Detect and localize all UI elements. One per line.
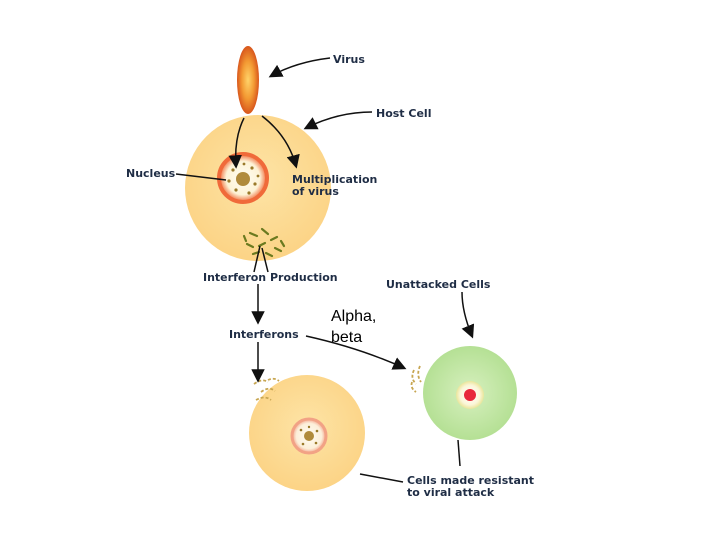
bound-interferons-green (410, 365, 422, 393)
resistant-nucleus-contents (299, 425, 319, 446)
virus-entry-arrow (228, 117, 245, 169)
nucleus-pointer (175, 173, 227, 181)
note-line-2: beta (331, 329, 363, 346)
connectors (175, 57, 475, 483)
virus-pointer (268, 57, 331, 78)
label-resistant-line1: Cells made resistant (407, 474, 534, 487)
interferon-production-leader-a (253, 245, 261, 273)
bound-interferons-lower (253, 377, 280, 401)
label-of-virus: of virus (292, 185, 339, 198)
label-multiplication: Multiplication (292, 173, 377, 186)
label-host-cell: Host Cell (376, 107, 431, 120)
interferons-to-unattacked-arrow (305, 335, 407, 370)
virus-particle (237, 46, 259, 114)
resistant-leader-upper (457, 439, 461, 467)
alpha-beta-note: Alpha, beta (331, 306, 376, 348)
label-nucleus: Nucleus (126, 167, 176, 180)
interferon-production-leader-b (261, 247, 269, 273)
label-interferon-production: Interferon Production (203, 271, 338, 284)
note-line-1: Alpha, (331, 308, 377, 325)
label-resistant-line2: to viral attack (407, 486, 495, 499)
host-cell-pointer (303, 111, 373, 130)
resistant-leader-lower (359, 473, 404, 483)
label-unattacked-cells: Unattacked Cells (386, 278, 491, 291)
label-interferons: Interferons (229, 328, 299, 341)
interferon-particles (242, 227, 286, 258)
label-virus: Virus (333, 53, 365, 66)
nucleus-contents (227, 162, 260, 195)
unattacked-nucleus-core (464, 389, 476, 401)
multiplication-arrow (261, 115, 300, 169)
unattacked-cells-pointer (461, 291, 475, 339)
